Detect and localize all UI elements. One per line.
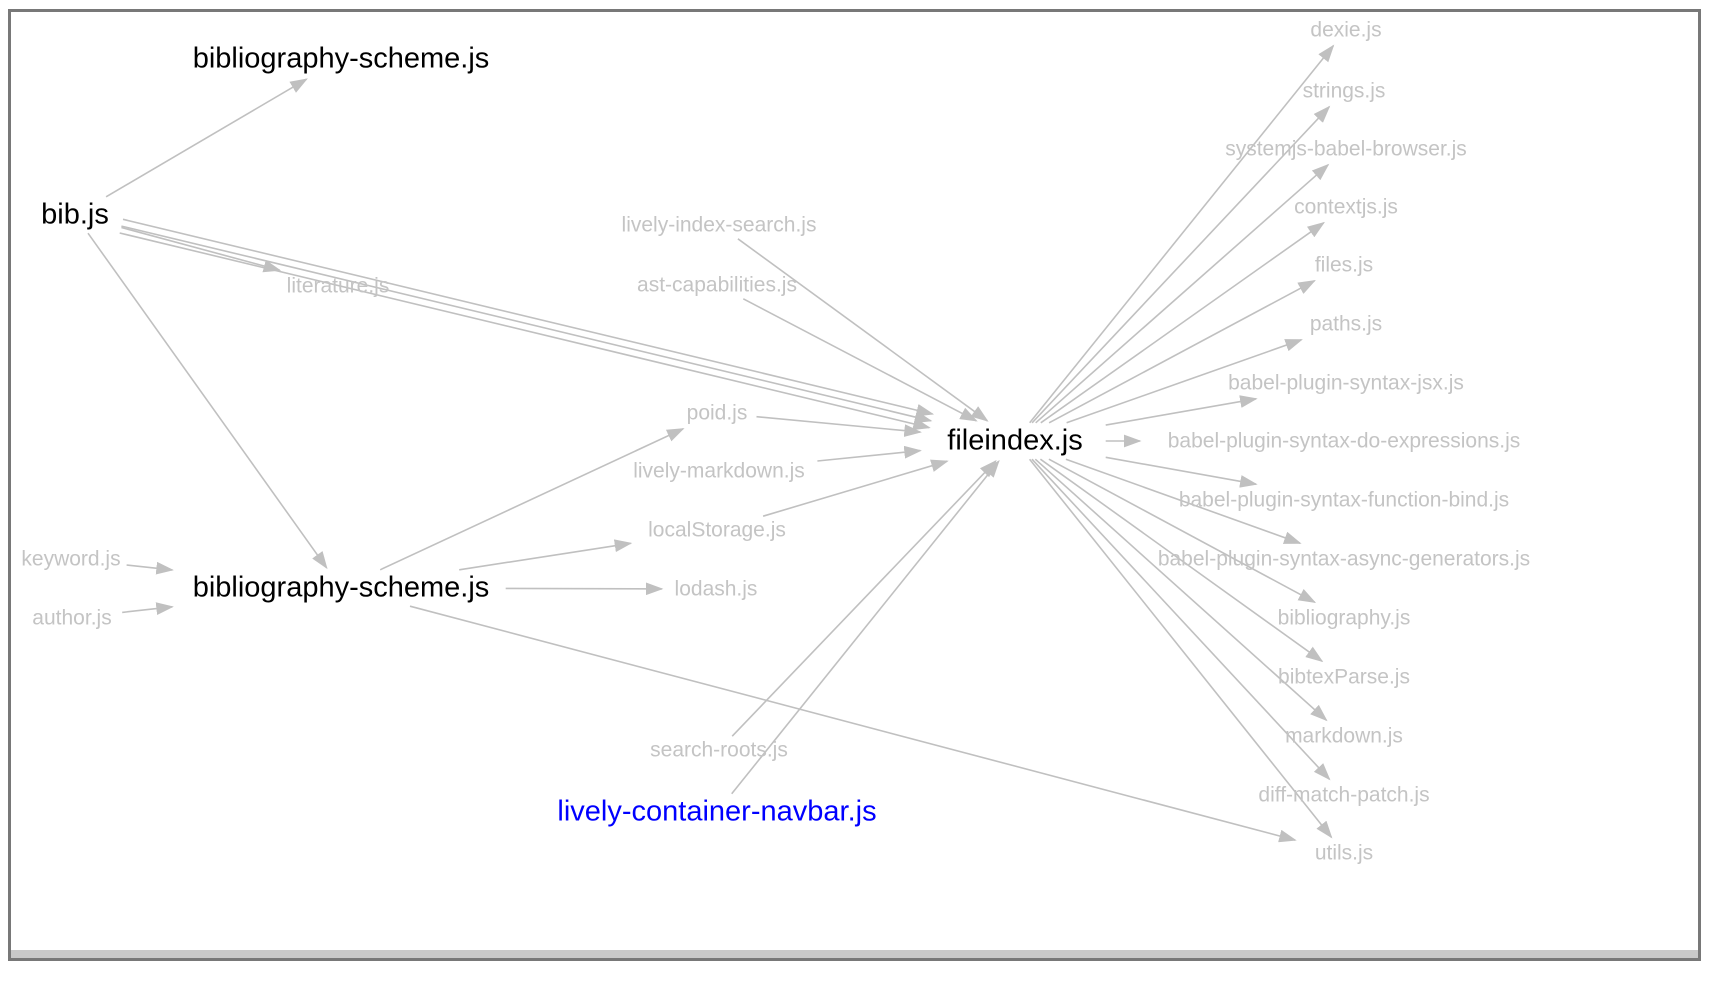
graph-node-babel-plugin-syntax-jsx[interactable]: babel-plugin-syntax-jsx.js: [1228, 371, 1464, 395]
graph-node-dexie[interactable]: dexie.js: [1310, 18, 1382, 42]
graph-edge-poid-to-fileindex: [756, 415, 922, 437]
graph-edge-fileindex-to-bibliography: [1048, 458, 1317, 603]
graph-node-babel-plugin-syntax-do-expressions[interactable]: babel-plugin-syntax-do-expressions.js: [1167, 429, 1521, 453]
graph-edge-bibliography-scheme-mid-to-lodash: [505, 582, 664, 596]
graph-node-search-roots[interactable]: search-roots.js: [650, 738, 788, 762]
graph-node-systemjs-babel-browser[interactable]: systemjs-babel-browser.js: [1225, 137, 1467, 161]
graph-node-lively-markdown[interactable]: lively-markdown.js: [633, 459, 805, 483]
graph-edge-fileindex-to-dexie: [1029, 44, 1335, 424]
graph-node-lodash[interactable]: lodash.js: [674, 577, 758, 601]
graph-edge-keyword-to-bibliography-scheme-mid: [126, 561, 174, 575]
graph-edge-bib-to-bibliography-scheme-top: [105, 78, 308, 198]
graph-edge-fileindex-to-babel-plugin-syntax-jsx: [1105, 395, 1258, 426]
graph-edge-lively-index-search-to-fileindex: [737, 238, 989, 422]
graph-canvas[interactable]: bib.js bibliography-scheme.js bibliography…: [11, 12, 1698, 958]
graph-node-bibliography-scheme-top[interactable]: bibliography-scheme.js: [192, 42, 490, 75]
graph-edge-author-to-bibliography-scheme-mid: [122, 602, 174, 615]
graph-node-babel-plugin-syntax-async-generators[interactable]: babel-plugin-syntax-async-generators.js: [1157, 547, 1531, 571]
edge-group: [87, 44, 1335, 843]
graph-node-localStorage[interactable]: localStorage.js: [648, 518, 786, 542]
graph-edge-bib-to-fileindex: [122, 218, 935, 417]
graph-node-contextjs[interactable]: contextjs.js: [1294, 195, 1398, 219]
graph-node-files[interactable]: files.js: [1314, 253, 1374, 277]
graph-node-markdown[interactable]: markdown.js: [1285, 724, 1403, 748]
graph-edge-bib-to-fileindex: [119, 232, 931, 431]
graph-node-bib[interactable]: bib.js: [41, 198, 109, 231]
graph-node-lively-index-search[interactable]: lively-index-search.js: [621, 213, 817, 237]
graph-node-bibtexParse[interactable]: bibtexParse.js: [1278, 665, 1410, 689]
graph-node-ast-capabilities[interactable]: ast-capabilities.js: [637, 273, 797, 297]
graph-edge-fileindex-to-utils: [1028, 458, 1333, 839]
graph-node-keyword[interactable]: keyword.js: [21, 547, 121, 571]
graph-node-babel-plugin-syntax-function-bind[interactable]: babel-plugin-syntax-function-bind.js: [1178, 488, 1510, 512]
graph-node-paths[interactable]: paths.js: [1309, 312, 1383, 336]
graph-node-bibliography-scheme-mid[interactable]: bibliography-scheme.js: [192, 571, 490, 604]
graph-node-utils[interactable]: utils.js: [1314, 841, 1374, 865]
clipped-header-strip: [0, 0, 1709, 9]
graph-node-literature[interactable]: literature.js: [286, 274, 390, 298]
graph-node-fileindex[interactable]: fileindex.js: [947, 424, 1083, 457]
graph-node-bibliography[interactable]: bibliography.js: [1277, 606, 1411, 630]
graph-node-diff-match-patch[interactable]: diff-match-patch.js: [1258, 783, 1430, 807]
graph-edge-fileindex-to-babel-plugin-syntax-function-bind: [1105, 456, 1258, 488]
graph-edge-bibliography-scheme-mid-to-poid: [379, 428, 685, 571]
graph-node-lively-container-navbar[interactable]: lively-container-navbar.js: [557, 795, 877, 828]
graph-edge-bib-to-literature: [121, 226, 282, 273]
graph-node-strings[interactable]: strings.js: [1302, 79, 1386, 103]
graph-edge-search-roots-to-fileindex: [731, 460, 997, 737]
graph-edge-lively-markdown-to-fileindex: [817, 445, 922, 462]
graph-node-author[interactable]: author.js: [32, 606, 112, 630]
graph-edge-bibliography-scheme-mid-to-localStorage: [459, 539, 633, 571]
graph-window: bib.js bibliography-scheme.js bibliography…: [8, 9, 1701, 961]
graph-edge-fileindex-to-files: [1048, 280, 1316, 424]
graph-node-poid[interactable]: poid.js: [686, 401, 748, 425]
graph-edge-ast-capabilities-to-fileindex: [742, 298, 978, 422]
graph-edge-bib-to-fileindex: [121, 225, 933, 424]
